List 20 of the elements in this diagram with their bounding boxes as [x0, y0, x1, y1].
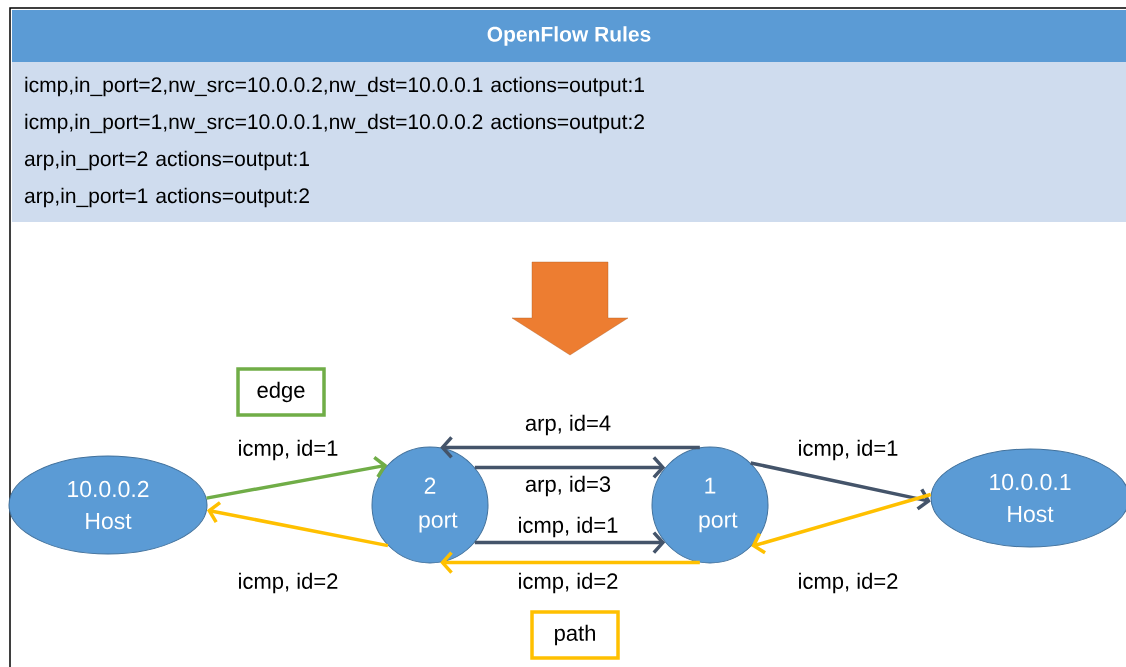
edge-label: icmp, id=2	[796, 571, 900, 595]
edge-label: icmp, id=1	[796, 438, 900, 462]
edge-label: icmp, id=1	[236, 438, 340, 462]
arrow	[206, 455, 388, 500]
edge-label: icmp, id=2	[236, 571, 340, 595]
rules-panel: icmp,in_port=2,nw_src=10.0.0.2,nw_dst=10.0.0.1 actions=output:1 icmp,in_port=1,nw_src=10.0.0.1,nw_dst=10.0.0.2 actions=output:2 arp,in_port=2 actions=output:1 arp,in_port=1 actions=output:2	[12, 62, 1126, 222]
arrow	[750, 461, 931, 511]
edge-label: icmp, id=1	[516, 515, 620, 539]
arrow	[474, 531, 666, 554]
legend-box: path	[530, 610, 620, 660]
edge-label: arp, id=4	[523, 413, 613, 437]
arrow	[440, 436, 700, 459]
edge-label: arp, id=3	[523, 474, 613, 498]
header-band: OpenFlow Rules	[12, 10, 1126, 62]
edge-label: icmp, id=2	[516, 571, 620, 595]
arrow	[751, 492, 932, 555]
arrow	[474, 456, 666, 479]
arrow	[440, 551, 700, 574]
legend-box: edge	[236, 367, 326, 417]
arrow	[206, 501, 389, 548]
